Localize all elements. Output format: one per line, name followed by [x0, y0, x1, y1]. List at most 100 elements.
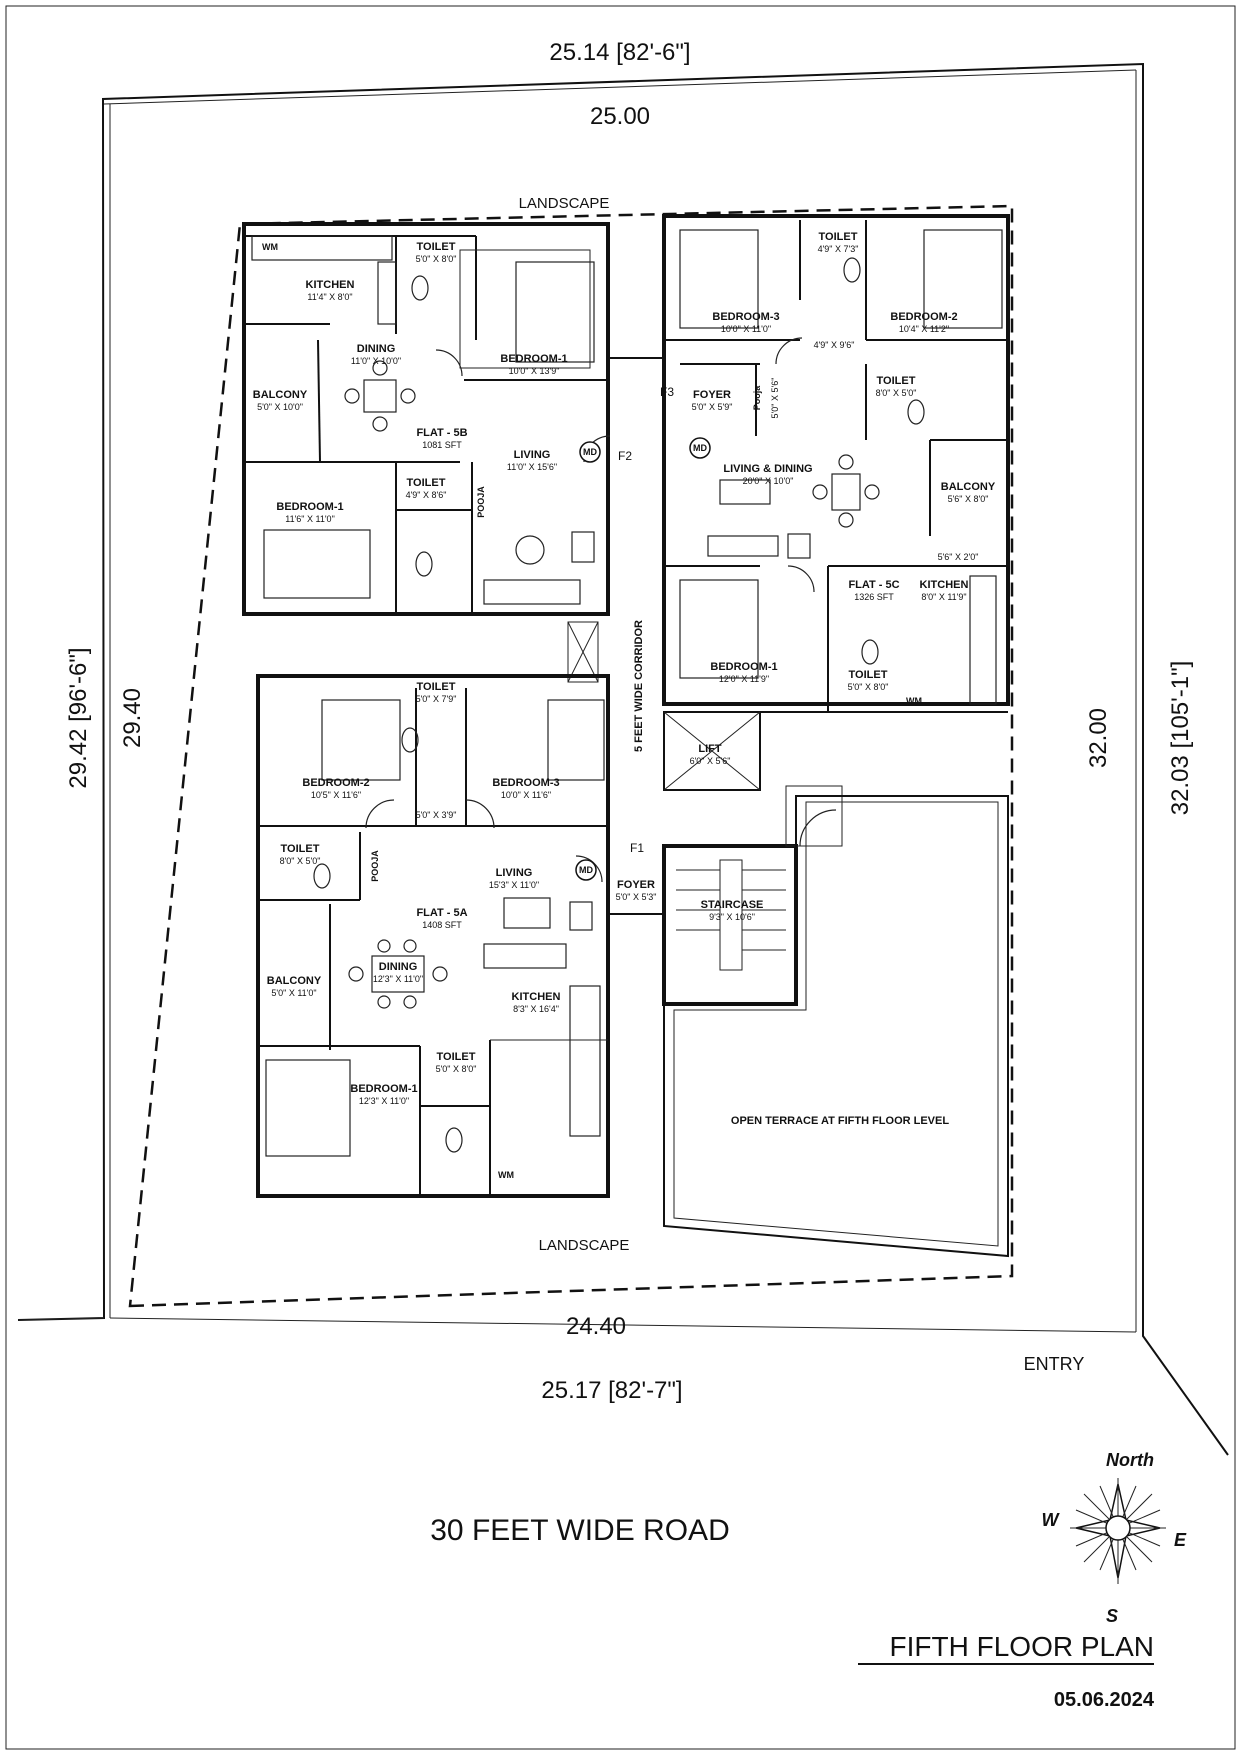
flat-5a-toilet-1-size: 5'0" X 7'9"	[416, 694, 457, 704]
flat-5b-bedroom-1b-name: BEDROOM-1	[276, 501, 343, 513]
compass-west: W	[1042, 1510, 1061, 1530]
flat-5b-balcony-size: 5'0" X 10'0"	[257, 402, 303, 412]
flat-5b-kitchen-name: KITCHEN	[306, 279, 355, 291]
flat-5b-bedroom-1a-size: 10'0" X 13'9"	[509, 366, 560, 376]
flat-5a-living-name: LIVING	[496, 867, 533, 879]
flat-5a-toilet-3-size: 5'0" X 8'0"	[436, 1064, 477, 1074]
flat-5c-kitchen-size: 8'0" X 11'9"	[921, 592, 966, 602]
flat-5c-toilet-3-size: 5'0" X 8'0"	[848, 682, 889, 692]
flat-5b-bedroom-1b-size: 11'6" X 11'0"	[285, 514, 335, 524]
flat-5c-living-dining-name: LIVING & DINING	[723, 463, 812, 475]
flat-5b-flat-area: 1081 SFT	[422, 440, 462, 450]
flat-5c-lift-size: 6'0" X 5'6"	[690, 756, 731, 766]
flat-5b-pooja: POOJA	[476, 486, 486, 518]
flat-5a-toilet-2-size: 8'0" X 5'0"	[280, 856, 321, 866]
flat-5a-staircase-size: 9'3" X 10'6"	[709, 912, 755, 922]
dim-left-inner: 29.40	[119, 688, 146, 748]
staircase	[662, 785, 843, 1006]
dim-right-inner: 32.00	[1085, 708, 1112, 768]
flat-5c-bedroom-2-size: 10'4" X 11'2"	[899, 324, 949, 334]
landscape-bottom: LANDSCAPE	[539, 1237, 630, 1254]
flat-5a-wm: WM	[498, 1170, 514, 1180]
flat-5c-toilet-1-name: TOILET	[819, 231, 858, 243]
flat-5c-flat-area: 1326 SFT	[854, 592, 894, 602]
setback-line	[128, 204, 1014, 1308]
flat-5a-md-marker	[575, 859, 597, 881]
compass-north: North	[1106, 1450, 1154, 1470]
open-terrace-label: OPEN TERRACE AT FIFTH FLOOR LEVEL	[731, 1115, 949, 1127]
flat-5a-f1: F1	[630, 841, 644, 855]
flat-5b-living-size: 11'0" X 15'6"	[507, 462, 557, 472]
flat-5c-utility-size: 5'6" X 2'0"	[938, 552, 979, 562]
flat-5b-f2: F2	[618, 449, 632, 463]
flat-5a-dining-name: DINING	[379, 961, 418, 973]
road-label: 30 FEET WIDE ROAD	[430, 1514, 730, 1547]
flat-5c-md: MD	[693, 443, 707, 453]
flat-5b-wm: WM	[262, 242, 278, 252]
flat-5c-toilet-2-size: 8'0" X 5'0"	[876, 388, 917, 398]
flat-5a-kitchen-size: 8'3" X 16'4"	[513, 1004, 559, 1014]
corridor-label: 5 FEET WIDE CORRIDOR	[633, 620, 645, 752]
flat-5c-bedroom-3-size: 10'0" X 11'0"	[721, 324, 771, 334]
flat-5c-toilet-2-name: TOILET	[877, 375, 916, 387]
flat-5a-pooja: POOJA	[370, 850, 380, 882]
sheet-border	[5, 5, 1236, 1750]
flat-5c-pooja-name: Pooja	[752, 385, 762, 410]
flat-5a-bedroom-3-name: BEDROOM-3	[492, 777, 559, 789]
plan-date: 05.06.2024	[1054, 1689, 1155, 1711]
flat-5a-walls	[256, 674, 610, 1198]
flat-5c-lift-name: LIFT	[698, 743, 721, 755]
flat-5a-balcony-name: BALCONY	[267, 975, 322, 987]
flat-5a-flat-name: FLAT - 5A	[416, 907, 467, 919]
flat-5b-dining-name: DINING	[357, 343, 396, 355]
site-boundary	[17, 62, 1229, 1456]
compass-east: E	[1174, 1530, 1187, 1550]
flat-5c-bedroom-1-name: BEDROOM-1	[710, 661, 777, 673]
flat-5a-kitchen-name: KITCHEN	[512, 991, 561, 1003]
dim-right-outer: 32.03 [105'-1"]	[1167, 661, 1194, 816]
flat-5c-balcony-name: BALCONY	[941, 481, 996, 493]
flat-5c-balcony-size: 5'6" X 8'0"	[948, 494, 989, 504]
flat-5c-flat-name: FLAT - 5C	[848, 579, 899, 591]
flat-5a-passage-size: 5'0" X 3'9"	[416, 810, 457, 820]
flat-5a-md: MD	[579, 865, 593, 875]
flat-5b-toilet-1-size: 5'0" X 8'0"	[416, 254, 457, 264]
compass-rose	[1070, 1478, 1166, 1584]
dim-left-outer: 29.42 [96'-6"]	[65, 647, 92, 788]
flat-5a-dining-size: 12'3" X 11'0"	[373, 974, 423, 984]
flat-5a-bedroom-2-name: BEDROOM-2	[302, 777, 369, 789]
flat-5a-toilet-3-name: TOILET	[437, 1051, 476, 1063]
flat-5b-flat-name: FLAT - 5B	[416, 427, 467, 439]
flat-5b-md-marker	[579, 441, 601, 463]
flat-5c-foyer-name: FOYER	[693, 389, 731, 401]
dim-top-outer: 25.14 [82'-6"]	[549, 39, 690, 66]
flat-5b-kitchen-size: 11'4" X 8'0"	[307, 292, 352, 302]
flat-5c-wm: WM	[906, 696, 922, 706]
flat-5a-bedroom-3-size: 10'0" X 11'6"	[501, 790, 551, 800]
corridor-shaft	[567, 621, 599, 683]
flat-5a-bedroom-1-size: 12'3" X 11'0"	[359, 1096, 409, 1106]
dim-bottom-inner: 24.40	[566, 1313, 626, 1340]
flat-5c-bedroom-2-name: BEDROOM-2	[890, 311, 957, 323]
flat-5c-pooja-size: 5'0" X 5'6"	[770, 378, 780, 419]
entry-label: ENTRY	[1024, 1354, 1085, 1374]
flat-5b-toilet-1-name: TOILET	[417, 241, 456, 253]
flat-5c-toilet-3-name: TOILET	[849, 669, 888, 681]
flat-5b-md: MD	[583, 447, 597, 457]
flat-5b-toilet-2-size: 4'9" X 8'6"	[406, 490, 447, 500]
flat-5b-balcony-name: BALCONY	[253, 389, 308, 401]
flat-5c-kitchen-name: KITCHEN	[920, 579, 969, 591]
flat-5b-living-name: LIVING	[514, 449, 551, 461]
dim-top-inner: 25.00	[590, 103, 650, 130]
flat-5c-f3: F3	[660, 385, 674, 399]
dim-bottom-outer: 25.17 [82'-7"]	[541, 1377, 682, 1404]
flat-5a-living-size: 15'3" X 11'0"	[489, 880, 539, 890]
flat-5c-passage-size: 4'9" X 9'6"	[814, 340, 855, 350]
flat-5a-bedroom-2-size: 10'5" X 11'6"	[311, 790, 361, 800]
flat-5a-toilet-1-name: TOILET	[417, 681, 456, 693]
flat-5b-dining-size: 11'0" X 10'0"	[351, 356, 401, 366]
flat-5c-toilet-1-size: 4'9" X 7'3"	[818, 244, 859, 254]
flat-5b-bedroom-1a-name: BEDROOM-1	[500, 353, 567, 365]
flat-5c-bedroom-1-size: 12'0" X 11'9"	[719, 674, 769, 684]
